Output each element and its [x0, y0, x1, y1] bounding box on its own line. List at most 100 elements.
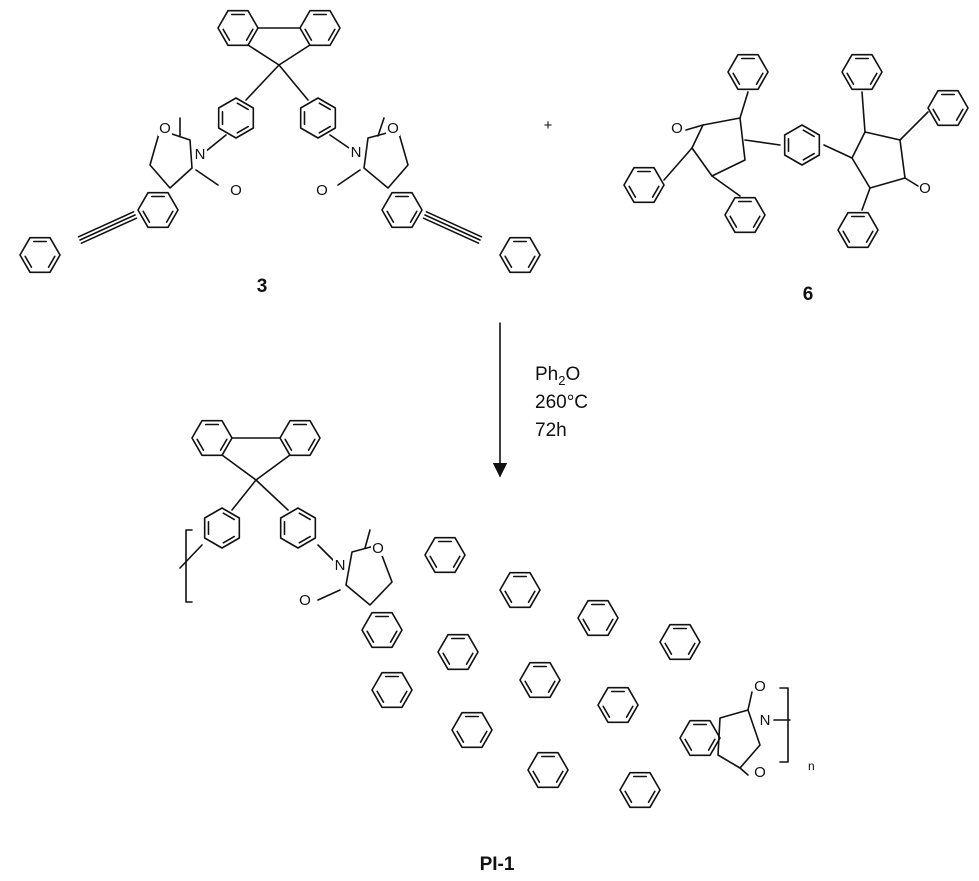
- bond: [409, 210, 418, 223]
- plus-sign: +: [544, 117, 553, 134]
- bond: [869, 72, 878, 85]
- benzene-ring: [424, 536, 466, 574]
- benzene-ring: [217, 9, 259, 47]
- bond: [865, 230, 874, 243]
- atom-mask: [333, 556, 347, 573]
- bond: [222, 535, 235, 544]
- bond: [711, 175, 741, 197]
- benzene-ring: [499, 236, 541, 274]
- bond: [424, 214, 481, 241]
- benzene-ring: [361, 611, 403, 649]
- bond: [582, 618, 591, 631]
- benzene-ring: [191, 419, 233, 457]
- oxygen-atom: O: [754, 678, 766, 695]
- bond: [904, 177, 919, 187]
- left-repeat-bracket: [185, 529, 193, 603]
- bond: [842, 230, 851, 243]
- bond: [317, 544, 336, 563]
- bond: [651, 185, 660, 198]
- bond: [255, 454, 291, 481]
- benzene-ring: [577, 599, 619, 637]
- bond: [602, 705, 611, 718]
- bond: [318, 125, 331, 134]
- bond: [425, 211, 483, 238]
- compound-6-structure: OO: [623, 53, 969, 249]
- atom-mask: [753, 677, 767, 694]
- nitrogen-atom: N: [335, 557, 346, 574]
- bond: [647, 790, 656, 803]
- bond: [802, 152, 815, 161]
- bond: [337, 169, 361, 186]
- atom-mask: [758, 711, 772, 728]
- benzene-ring: [203, 507, 241, 549]
- oxygen-atom: O: [230, 182, 242, 199]
- bond: [278, 64, 309, 101]
- bond: [304, 28, 313, 41]
- bond: [284, 438, 293, 451]
- bond: [80, 217, 138, 244]
- bond: [77, 211, 135, 238]
- bond: [664, 642, 673, 655]
- atom-mask: [349, 143, 363, 160]
- bond: [504, 590, 513, 603]
- bond: [752, 215, 761, 228]
- benzene-ring: [927, 89, 969, 127]
- bond: [755, 72, 764, 85]
- bond: [532, 770, 541, 783]
- benzene-ring: [597, 686, 639, 724]
- bond: [317, 589, 341, 601]
- bond: [222, 512, 235, 521]
- bond: [861, 187, 871, 211]
- benzene-ring: [837, 211, 879, 249]
- benzene-ring: [299, 97, 337, 139]
- bond: [79, 214, 136, 241]
- oxygen-atom: O: [372, 540, 384, 557]
- atom-mask: [386, 119, 400, 136]
- bond: [684, 738, 693, 751]
- bond: [204, 134, 227, 153]
- condition-solvent: Ph2O: [535, 364, 580, 388]
- oxygen-atom: O: [299, 592, 311, 609]
- bond: [389, 630, 398, 643]
- benzene-ring: [499, 571, 541, 609]
- bond: [179, 544, 203, 569]
- bond: [142, 210, 151, 223]
- bond: [442, 652, 451, 665]
- product-label: PI-1: [480, 854, 515, 875]
- atom-mask: [918, 179, 932, 196]
- bond: [465, 652, 474, 665]
- right-repeat-bracket: [779, 687, 789, 763]
- oxygen-atom: O: [159, 120, 171, 137]
- atom-mask: [193, 145, 207, 162]
- bond: [456, 730, 465, 743]
- atom-mask: [298, 591, 312, 608]
- bond: [329, 134, 353, 151]
- bond: [399, 690, 408, 703]
- benzene-ring: [659, 623, 701, 661]
- bond: [744, 139, 781, 146]
- bond: [386, 210, 395, 223]
- bond: [524, 680, 533, 693]
- bond: [729, 215, 738, 228]
- bond: [327, 28, 336, 41]
- bond: [932, 108, 941, 121]
- benzene-ring: [217, 97, 255, 139]
- bond: [739, 767, 749, 776]
- bond: [219, 438, 228, 451]
- bond: [663, 147, 693, 181]
- five-membered-ring: [851, 131, 906, 189]
- benzene-ring: [279, 507, 317, 549]
- bond: [47, 255, 56, 268]
- benzene-ring: [371, 671, 413, 709]
- bond: [376, 690, 385, 703]
- compound-6-label: 6: [803, 284, 814, 305]
- bond: [196, 438, 205, 451]
- benzene-ring: [724, 196, 766, 234]
- nitrogen-atom: N: [195, 146, 206, 163]
- benzene-ring: [381, 191, 423, 229]
- bond: [547, 680, 556, 693]
- bond: [955, 108, 964, 121]
- bond: [195, 169, 219, 186]
